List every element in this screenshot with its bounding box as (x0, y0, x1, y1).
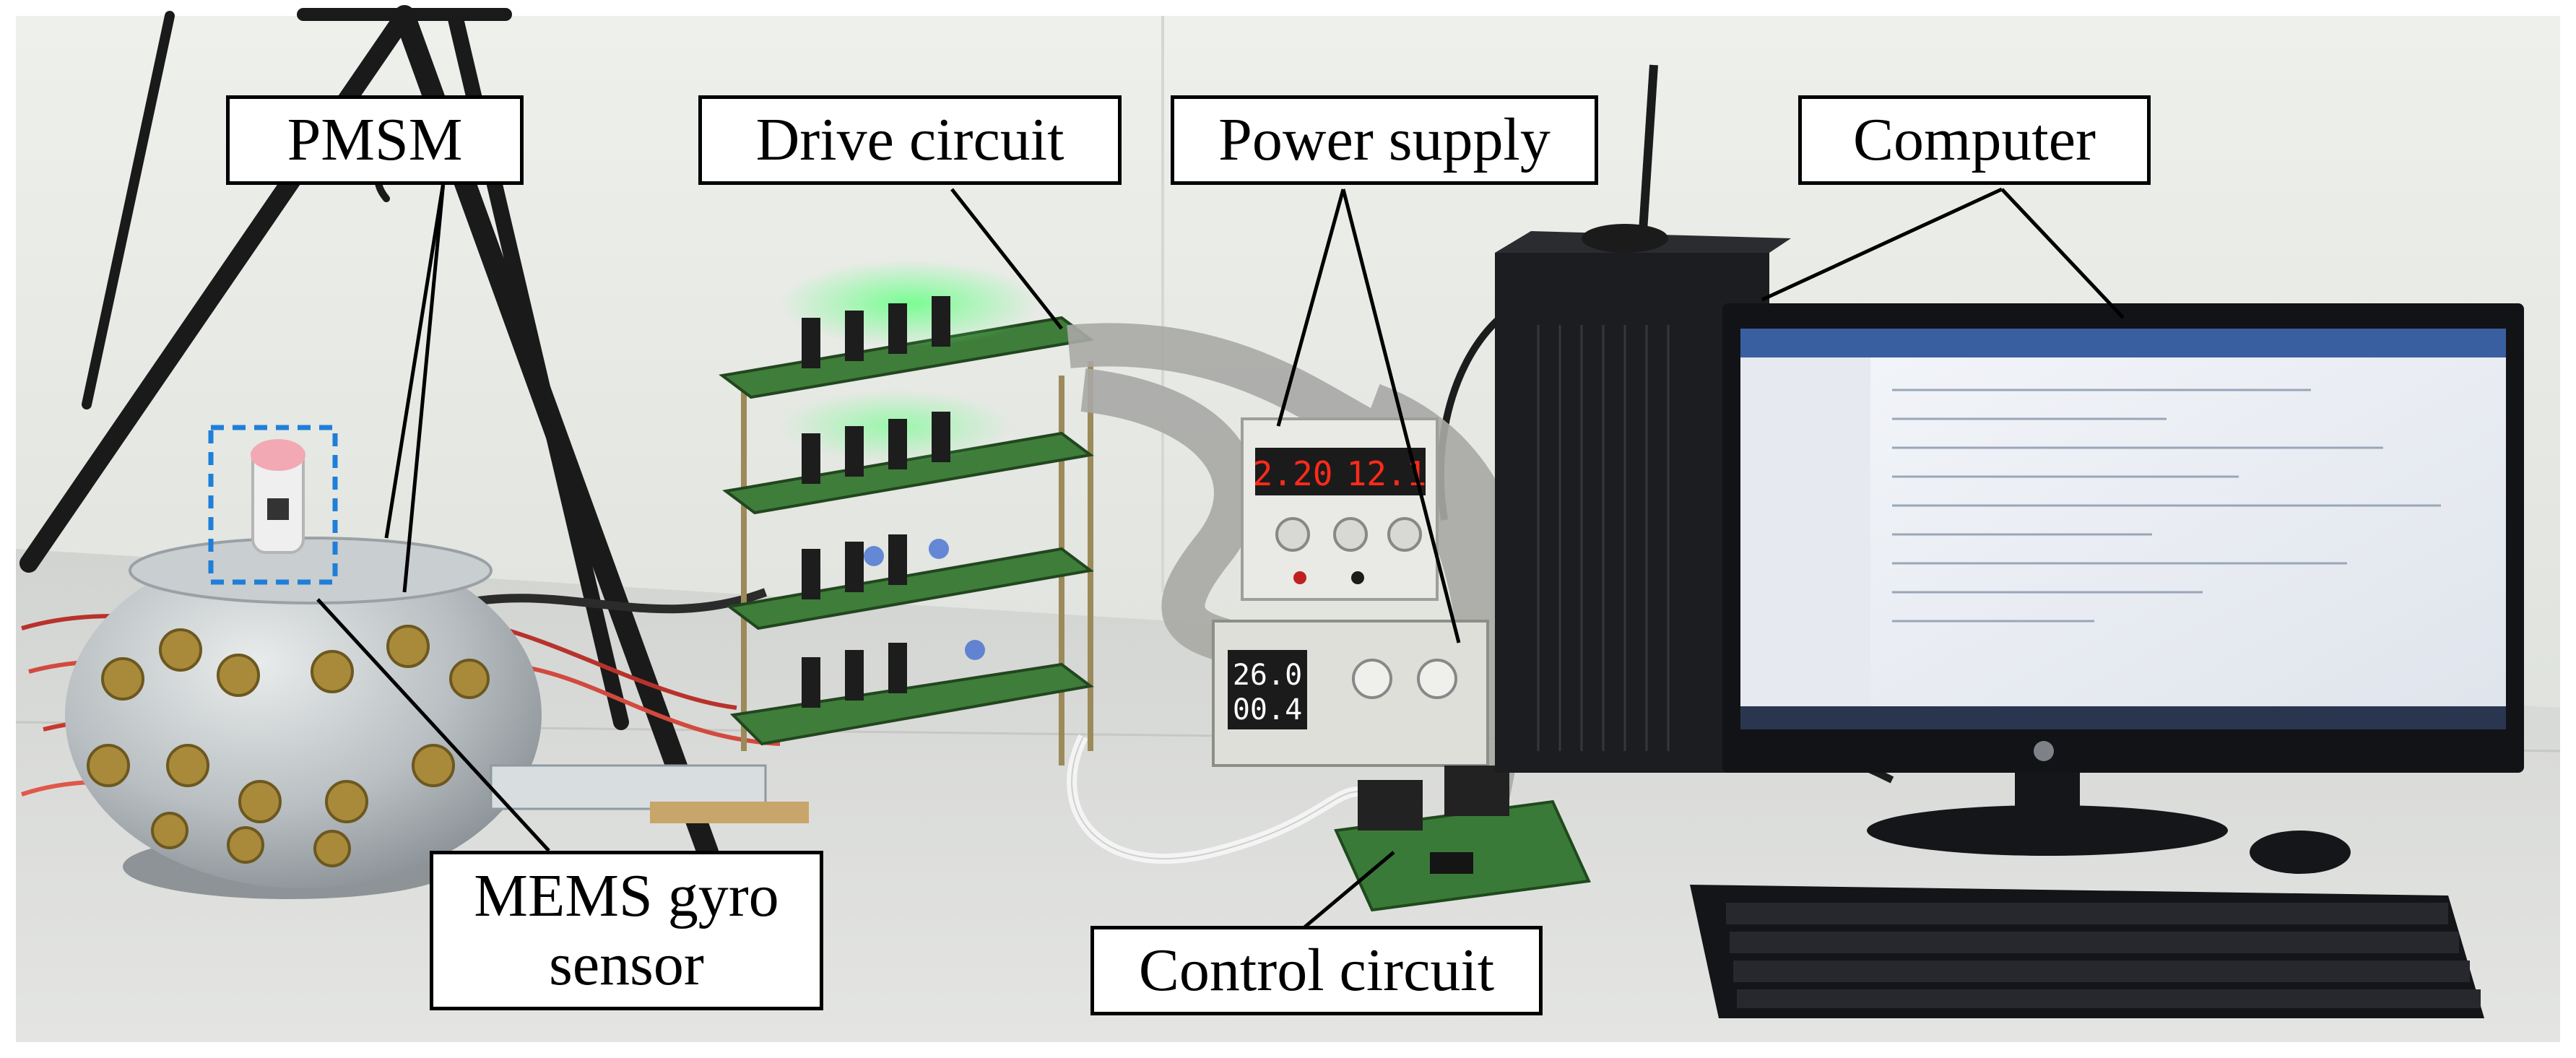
control-circuit-label: Control circuit (1090, 926, 1543, 1015)
leader-lines (316, 181, 2125, 929)
power-supply-unit-b: 26.0 00.4 (1212, 620, 1489, 767)
supply-b-readout-bottom: 00.4 (1233, 693, 1302, 727)
computer-monitor (1722, 303, 2524, 856)
drive-circuit-stack (719, 260, 1094, 766)
pmsm-label: PMSM (226, 95, 524, 185)
mems-gyro-highlight-box (208, 425, 338, 585)
power-supply-label: Power supply (1171, 95, 1598, 185)
mouse (2250, 831, 2351, 874)
terminal-strip (650, 802, 809, 823)
control-circuit-board (1334, 766, 1591, 912)
computer-label: Computer (1798, 95, 2151, 185)
supply-a-readout-left: 2.20 (1253, 454, 1333, 493)
pmsm-motor (65, 439, 542, 899)
keyboard (1690, 885, 2484, 1018)
supply-b-readout-top: 26.0 (1233, 659, 1302, 692)
mems-gyro-sensor-label: MEMS gyro sensor (430, 851, 823, 1010)
power-supply-unit-a: 2.20 12.1 (1241, 417, 1439, 601)
drive-circuit-label: Drive circuit (698, 95, 1122, 185)
